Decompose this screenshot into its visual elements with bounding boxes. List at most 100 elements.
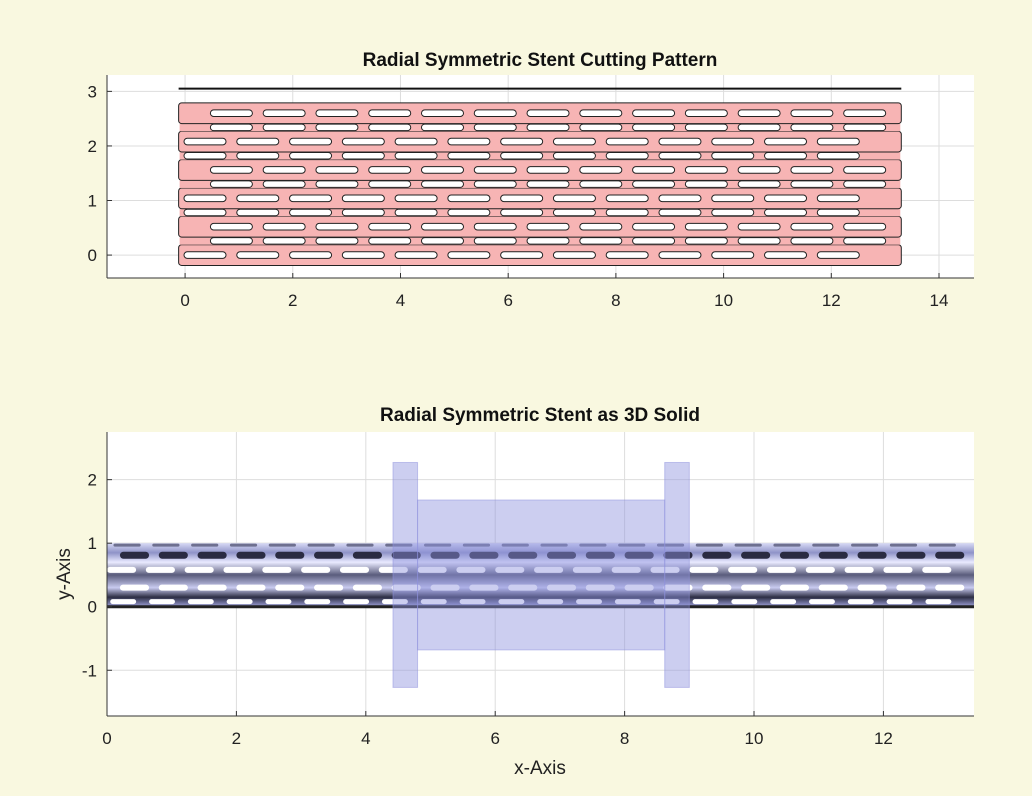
stent-slot: [684, 109, 728, 117]
x-tick-label: 2: [288, 291, 297, 310]
stent-slot: [552, 151, 596, 160]
tube-slot: [430, 584, 460, 591]
stent-slot: [579, 180, 623, 188]
stent-slot: [526, 123, 570, 132]
tube-slot: [314, 584, 344, 591]
stent-slot: [737, 180, 781, 188]
tube-slot: [770, 599, 797, 605]
stent-slot: [816, 151, 860, 160]
stent-slot: [341, 137, 385, 146]
tube-slot: [851, 543, 879, 547]
stent-slot: [394, 251, 438, 259]
tube-slot: [935, 584, 965, 591]
tube-slot: [113, 543, 141, 547]
solid-block: [664, 461, 690, 688]
stent-slot: [632, 237, 676, 245]
tube-slot: [818, 551, 848, 559]
x-tick-label: 6: [490, 729, 499, 748]
tube-slot: [430, 551, 460, 559]
x-tick-label: 0: [102, 729, 111, 748]
stent-slot: [209, 180, 253, 188]
chart-title-top: Radial Symmetric Stent Cutting Pattern: [363, 50, 718, 71]
x-tick-label: 14: [930, 291, 949, 310]
y-tick-label: 1: [88, 534, 97, 553]
tube-slot: [187, 599, 214, 605]
stent-slot: [420, 123, 464, 132]
tube-slot: [805, 566, 835, 573]
tube-slot: [197, 584, 227, 591]
stent-slot: [552, 208, 596, 217]
stent-slot: [790, 237, 834, 245]
stent-slot: [368, 222, 412, 231]
y-tick-label: 2: [88, 137, 97, 156]
stent-slot: [500, 251, 544, 259]
x-tick-label: 8: [611, 291, 620, 310]
stent-slot: [447, 194, 491, 203]
stent-slot: [368, 166, 412, 174]
tube-slot: [695, 543, 723, 547]
tube-slot: [656, 543, 685, 547]
tube-slot: [462, 543, 491, 547]
tube-slot: [663, 584, 693, 591]
stent-slot: [843, 180, 887, 188]
stent-slot: [579, 222, 623, 231]
y-tick-label: -1: [82, 661, 97, 680]
stent-slot: [420, 222, 464, 231]
tube-slot: [883, 566, 913, 573]
stent-slot: [790, 166, 834, 174]
stent-slot: [473, 180, 517, 188]
x-tick-label: 0: [180, 291, 189, 310]
stent-slot: [341, 251, 385, 259]
stent-slot: [526, 180, 570, 188]
x-tick-label: 4: [396, 291, 405, 310]
x-tick-label: 8: [620, 729, 629, 748]
tube-slot: [352, 551, 382, 559]
stent-pattern: [178, 87, 902, 266]
stent-slot: [790, 109, 834, 117]
stent-slot: [500, 151, 544, 160]
stent-slot: [632, 166, 676, 174]
tube-slot: [624, 551, 654, 559]
stent-slot: [315, 123, 359, 132]
stent-slot: [315, 222, 359, 231]
stent-slot: [420, 109, 464, 117]
stent-slot: [262, 166, 306, 174]
stent-slot: [711, 194, 755, 203]
tube-slot: [611, 566, 641, 573]
stent-slot: [737, 237, 781, 245]
stent-slot: [843, 123, 887, 132]
stent-slot: [209, 222, 253, 231]
tube-slot: [508, 551, 538, 559]
stent-slot: [262, 222, 306, 231]
tube-slot: [579, 543, 607, 547]
tube-slot: [314, 551, 344, 559]
stent-slot: [183, 151, 227, 160]
stent-slot: [632, 222, 676, 231]
stent-slot: [236, 208, 280, 217]
stent-slot: [737, 123, 781, 132]
stent-slot: [289, 194, 333, 203]
tube-slot: [618, 543, 646, 547]
tube-slot: [385, 543, 413, 547]
tube-slot: [585, 584, 615, 591]
tube-slot: [197, 551, 227, 559]
stent-slot: [473, 166, 517, 174]
tube-slot: [847, 599, 874, 605]
stent-slot: [790, 123, 834, 132]
stent-slot: [315, 180, 359, 188]
tube-slot: [236, 584, 266, 591]
tube-slot: [275, 584, 305, 591]
stent-slot: [420, 180, 464, 188]
stent-slot: [236, 137, 280, 146]
stent-slot: [711, 137, 755, 146]
tube-slot: [779, 551, 810, 559]
stent-slot: [526, 166, 570, 174]
stent-slot: [262, 109, 306, 117]
tube-slot: [424, 543, 452, 547]
stent-slot: [209, 123, 253, 132]
tube-slot: [110, 599, 137, 605]
stent-slot: [737, 222, 781, 231]
stent-slot: [658, 137, 702, 146]
